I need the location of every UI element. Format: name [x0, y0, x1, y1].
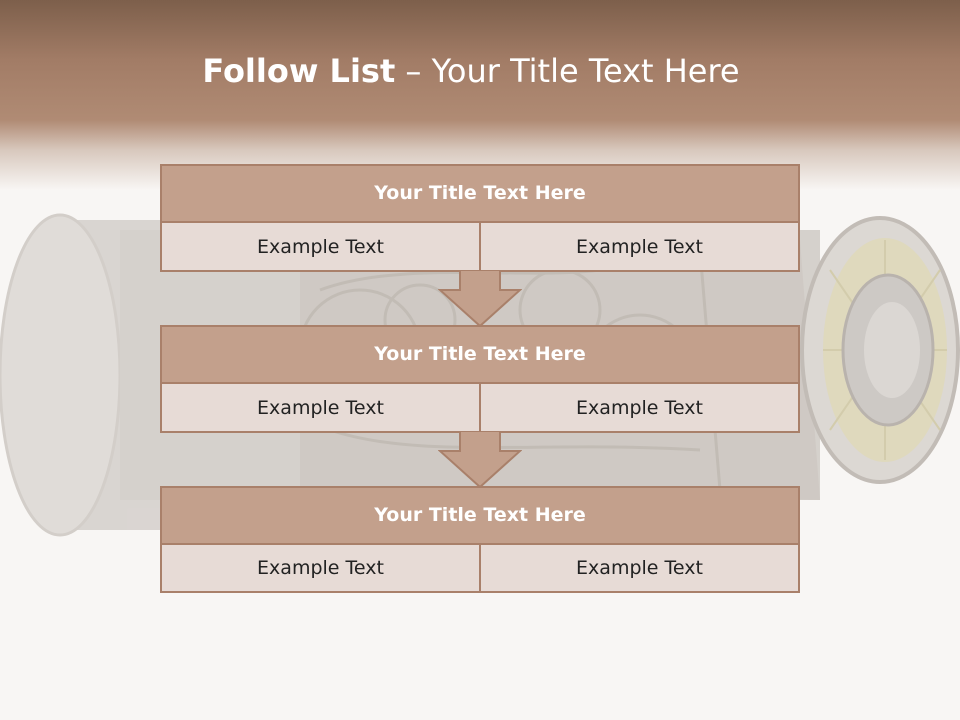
block-title: Your Title Text Here [162, 166, 798, 221]
list-block-3: Your Title Text Here Example Text Exampl… [160, 486, 800, 593]
block-cell-right: Example Text [481, 384, 798, 431]
list-block-1: Your Title Text Here Example Text Exampl… [160, 164, 800, 272]
slide-title: Follow List – Your Title Text Here [0, 52, 942, 90]
down-arrow-icon [438, 270, 522, 328]
block-title: Your Title Text Here [162, 327, 798, 382]
block-row: Example Text Example Text [162, 223, 798, 270]
list-block-2: Your Title Text Here Example Text Exampl… [160, 325, 800, 433]
block-cell-left: Example Text [162, 545, 479, 591]
block-cell-right: Example Text [481, 545, 798, 591]
block-cell-left: Example Text [162, 223, 479, 270]
down-arrow-icon [438, 431, 522, 489]
block-row: Example Text Example Text [162, 384, 798, 431]
block-title: Your Title Text Here [162, 488, 798, 543]
block-cell-right: Example Text [481, 223, 798, 270]
slide-title-bold: Follow List [202, 52, 396, 90]
slide-title-rest: – Your Title Text Here [395, 52, 740, 90]
block-row: Example Text Example Text [162, 545, 798, 591]
block-cell-left: Example Text [162, 384, 479, 431]
